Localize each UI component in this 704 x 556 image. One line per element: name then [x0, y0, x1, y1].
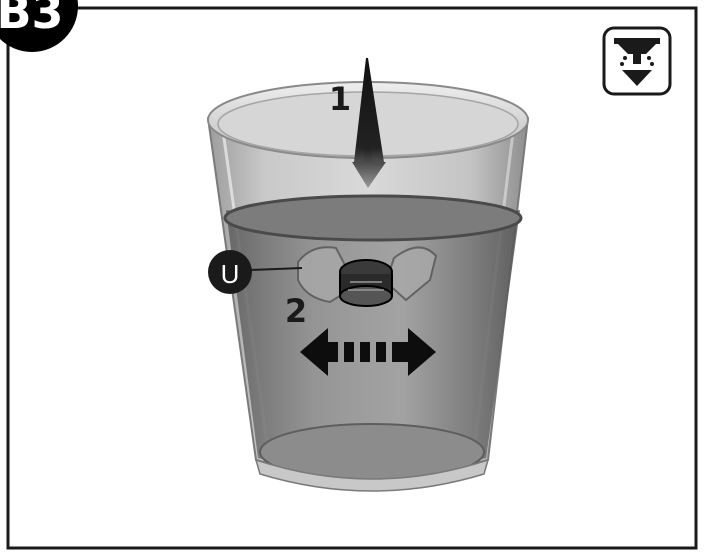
step-badge-label: B3	[0, 0, 64, 39]
spray-arm-down-icon	[604, 28, 670, 94]
part-callout-label: U	[221, 259, 240, 289]
water-surface	[225, 196, 521, 240]
step-1-label: 1	[329, 80, 351, 118]
step-2-label: 2	[285, 292, 307, 330]
